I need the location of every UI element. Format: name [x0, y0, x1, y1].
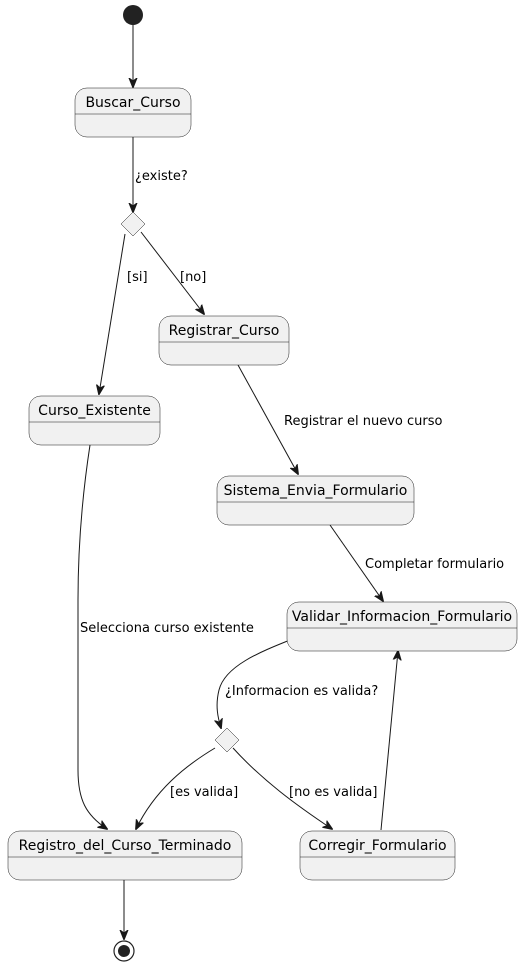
state-registrar-curso: Registrar_Curso: [158, 315, 290, 366]
edge-choice1-to-registrar: [140, 231, 204, 314]
edge-choice2-to-corregir: [232, 747, 332, 829]
edge-choice1-to-curso-existente: [99, 233, 126, 394]
edge-sistema-to-validar: [329, 524, 383, 601]
end-node: [113, 940, 135, 962]
edge-curso-existente-to-registro: [77, 444, 107, 829]
state-registrar-curso-label: Registrar_Curso: [169, 323, 280, 339]
state-corregir-formulario: Corregir_Formulario: [299, 830, 456, 881]
choice-node-valida: [214, 727, 240, 753]
state-sistema-envia-formulario-label: Sistema_Envia_Formulario: [224, 483, 408, 499]
label-si: [si]: [127, 270, 148, 285]
edge-choice2-to-registro: [136, 747, 216, 829]
label-completar-formulario: Completar formulario: [365, 557, 504, 572]
label-selecciona-existente: Selecciona curso existente: [80, 621, 254, 636]
label-registrar-nuevo: Registrar el nuevo curso: [284, 414, 442, 429]
state-buscar-curso-label: Buscar_Curso: [85, 95, 180, 111]
state-validar-informacion-formulario-label: Validar_Informacion_Formulario: [292, 609, 512, 625]
label-no: [no]: [180, 270, 206, 285]
start-node: [123, 5, 143, 25]
label-es-valida: [es valida]: [170, 785, 238, 800]
state-registro-del-curso-terminado-label: Registro_del_Curso_Terminado: [19, 838, 232, 854]
state-corregir-formulario-label: Corregir_Formulario: [308, 838, 446, 854]
state-registro-del-curso-terminado: Registro_del_Curso_Terminado: [7, 830, 243, 881]
label-existe: ¿existe?: [135, 169, 188, 184]
choice-node-existe: [120, 211, 146, 237]
state-curso-existente-label: Curso_Existente: [38, 403, 151, 419]
state-sistema-envia-formulario: Sistema_Envia_Formulario: [216, 475, 415, 526]
edge-validar-to-choice2: [217, 639, 291, 728]
state-validar-informacion-formulario: Validar_Informacion_Formulario: [286, 601, 518, 652]
label-informacion-valida: ¿Informacion es valida?: [225, 684, 378, 699]
state-buscar-curso: Buscar_Curso: [74, 87, 192, 138]
edge-corregir-to-validar: [380, 651, 398, 831]
edge-registrar-to-sistema: [237, 364, 298, 474]
state-curso-existente: Curso_Existente: [28, 395, 161, 446]
label-no-es-valida: [no es valida]: [289, 785, 377, 800]
